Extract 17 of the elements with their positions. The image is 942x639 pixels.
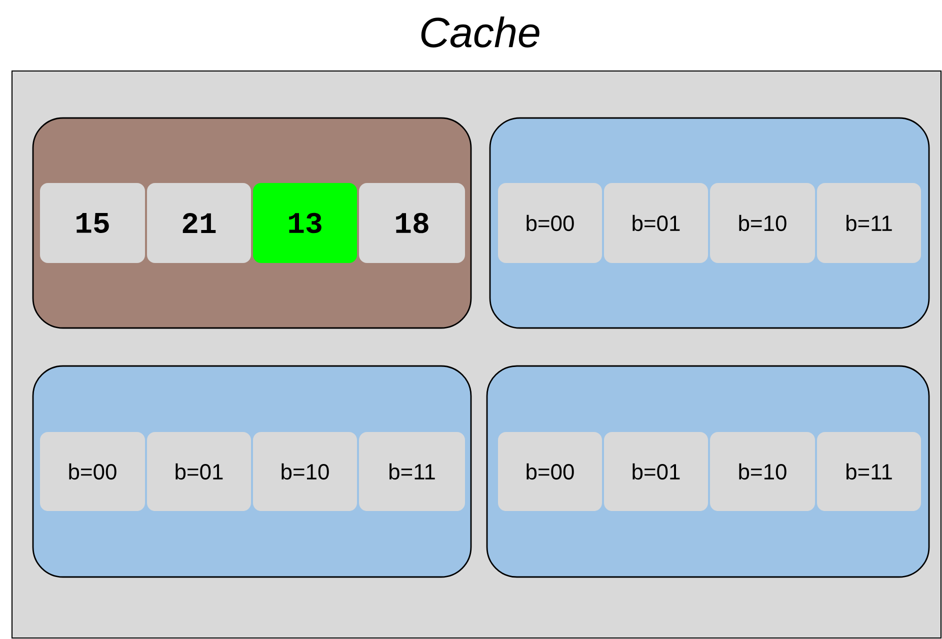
block-cell: 13 <box>253 183 357 263</box>
block-cell: b=00 <box>40 432 145 511</box>
block-cell: b=00 <box>498 432 602 511</box>
block-cell: b=11 <box>359 432 465 511</box>
block-cell: b=10 <box>710 183 815 263</box>
title: Cache <box>421 16 540 48</box>
block-cell: 15 <box>40 183 145 263</box>
block-cell: b=11 <box>817 432 921 511</box>
block-cell: b=00 <box>498 183 602 263</box>
block-cell: 21 <box>147 183 251 263</box>
block-cell: b=11 <box>817 183 921 263</box>
block-cell: b=01 <box>604 183 708 263</box>
block-cell: b=01 <box>147 432 251 511</box>
block-cell: b=01 <box>604 432 708 511</box>
block-cell: b=10 <box>253 432 357 511</box>
block-cell: 18 <box>359 183 465 263</box>
block-cell: b=10 <box>710 432 815 511</box>
